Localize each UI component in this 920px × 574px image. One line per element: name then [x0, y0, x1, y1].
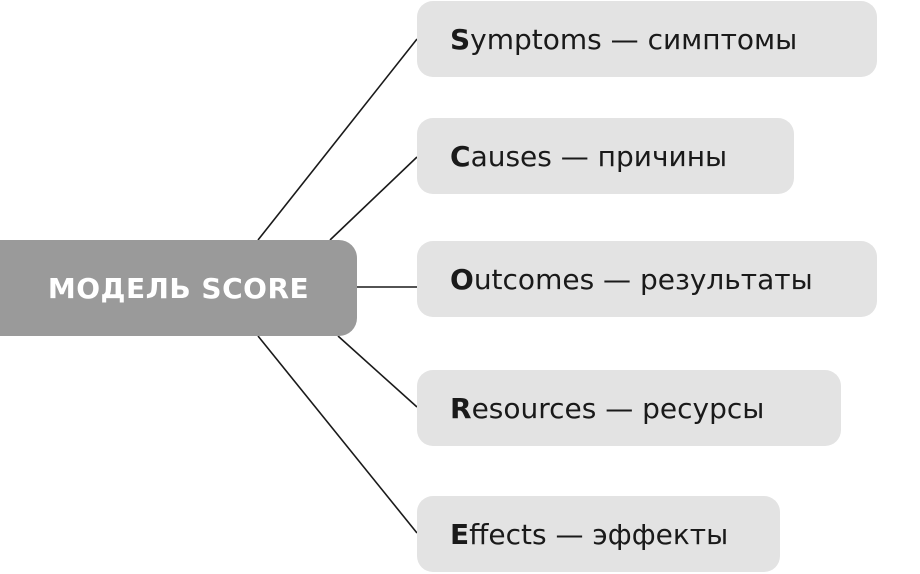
item-resources-text: esources — ресурсы [471, 391, 765, 425]
item-resources-initial: R [450, 391, 472, 425]
connector-effects [257, 335, 418, 534]
item-effects-initial: E [450, 517, 470, 551]
center-node-label: МОДЕЛЬ SCORE [47, 271, 310, 305]
item-symptoms-initial: S [450, 22, 471, 56]
item-symptoms-text: ymptoms — симптомы [470, 22, 798, 56]
connector-causes [329, 156, 418, 241]
item-causes-initial: C [450, 139, 471, 173]
item-causes-text: auses — причины [470, 139, 728, 173]
connector-symptoms [257, 38, 418, 241]
center-node-score-model: МОДЕЛЬ SCORE [0, 240, 357, 336]
item-effects-text: ffects — эффекты [469, 517, 729, 551]
item-outcomes-initial: O [450, 262, 474, 296]
connector-resources [337, 335, 418, 408]
item-outcomes-text: utcomes — результаты [473, 262, 813, 296]
